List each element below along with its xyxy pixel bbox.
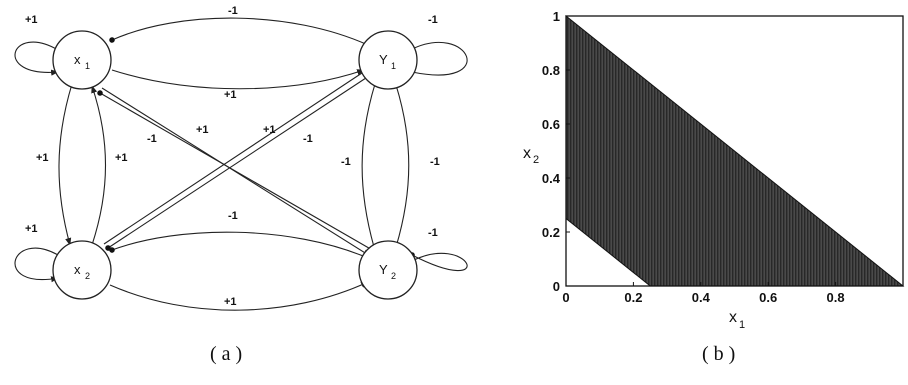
x-tick-label-1: 0.2: [624, 290, 642, 305]
node-y2-subscript: 2: [391, 271, 396, 281]
x-axis-label-subscript: 1: [739, 319, 745, 331]
edge-y2-self: [409, 252, 468, 272]
y-tick-label-2: 0.4: [542, 171, 561, 186]
node-x2-subscript: 2: [85, 271, 90, 281]
node-x2: x 2: [52, 240, 112, 300]
caption-a: ( a ): [210, 343, 242, 365]
edge-label-x2-self: +1: [25, 223, 38, 235]
y-axis-label: x 2: [523, 145, 539, 166]
edge-x2-to-y2: [109, 281, 369, 311]
edge-label-y2-to-y1: -1: [430, 156, 440, 168]
x-axis-ticks: 0 0.2 0.4 0.6 0.8: [562, 282, 845, 305]
edge-label-x1-to-x2: +1: [36, 152, 49, 164]
x-tick-label-3: 0.6: [759, 290, 777, 305]
x-tick-label-2: 0.4: [692, 290, 711, 305]
edge-x2-to-x1: [91, 85, 106, 246]
edge-label-x1-to-y1: +1: [224, 89, 237, 101]
x-tick-label-4: 0.8: [827, 290, 845, 305]
node-x1-subscript: 1: [85, 61, 90, 71]
edge-label-y2-to-x1: -1: [303, 133, 313, 145]
y-tick-label-5: 1: [553, 9, 560, 24]
feasible-region: [565, 14, 905, 287]
edge-y2-to-x1: [97, 90, 375, 252]
node-y1-label: Y: [379, 52, 388, 67]
caption-b: ( b ): [702, 343, 735, 365]
edge-label-x1-to-y2: +1: [196, 124, 209, 136]
edge-label-x2-to-y1: +1: [263, 124, 276, 136]
edge-x1-to-y1: [111, 69, 365, 90]
edge-label-x2-to-y2: +1: [224, 296, 237, 308]
edge-y1-to-y2: [361, 83, 377, 250]
node-x1: x 1: [52, 30, 112, 90]
y-tick-label-3: 0.6: [542, 117, 560, 132]
edge-label-x1-self: +1: [25, 14, 38, 26]
network-diagram: x 1 Y 1 x 2 Y 2 +1 -1 +1 -1 -1 +1 -1 +1 …: [14, 5, 468, 311]
edge-label-y1-self: -1: [428, 14, 438, 26]
edge-label-y2-to-x2: -1: [228, 210, 238, 222]
y-tick-label-1: 0.2: [542, 225, 560, 240]
x-axis-label-main: x: [729, 309, 737, 326]
edge-label-y2-self: -1: [428, 227, 438, 239]
edge-x2-to-y1: [103, 68, 369, 245]
node-y1-subscript: 1: [391, 61, 396, 71]
edge-y1-to-x2: [105, 73, 373, 251]
x-tick-label-0: 0: [562, 290, 569, 305]
edge-y1-to-x1: [109, 17, 369, 46]
edge-label-y1-to-x2: -1: [147, 133, 157, 145]
y-axis-label-subscript: 2: [533, 154, 539, 166]
edge-y2-to-y1: [393, 82, 410, 248]
node-y2: Y 2: [358, 240, 418, 300]
edge-y1-self: [409, 41, 468, 76]
edge-label-y1-to-x1: -1: [228, 5, 238, 17]
node-y1: Y 1: [358, 30, 418, 90]
edge-label-y1-to-y2: -1: [341, 156, 351, 168]
edge-x2-self: [14, 247, 59, 283]
y-axis-label-main: x: [523, 145, 531, 162]
x-axis-label: x 1: [729, 309, 745, 331]
region-plot: 0 0.2 0.4 0.6 0.8 0 0.2 0.4 0.6 0.8 1 x 1 x 2: [523, 9, 905, 331]
plot-axes-frame: [565, 15, 904, 287]
y-axis-ticks: 0 0.2 0.4 0.6 0.8 1: [542, 9, 570, 294]
edge-y2-to-x2: [109, 231, 369, 259]
node-x1-label: x: [74, 52, 81, 67]
y-tick-label-0: 0: [553, 279, 560, 294]
y-tick-label-4: 0.8: [542, 63, 560, 78]
edge-label-x2-to-x1: +1: [115, 152, 128, 164]
node-y2-label: Y: [379, 262, 388, 277]
edge-x1-to-x2: [58, 83, 73, 246]
node-x2-label: x: [74, 262, 81, 277]
edge-x1-self: [14, 41, 59, 76]
